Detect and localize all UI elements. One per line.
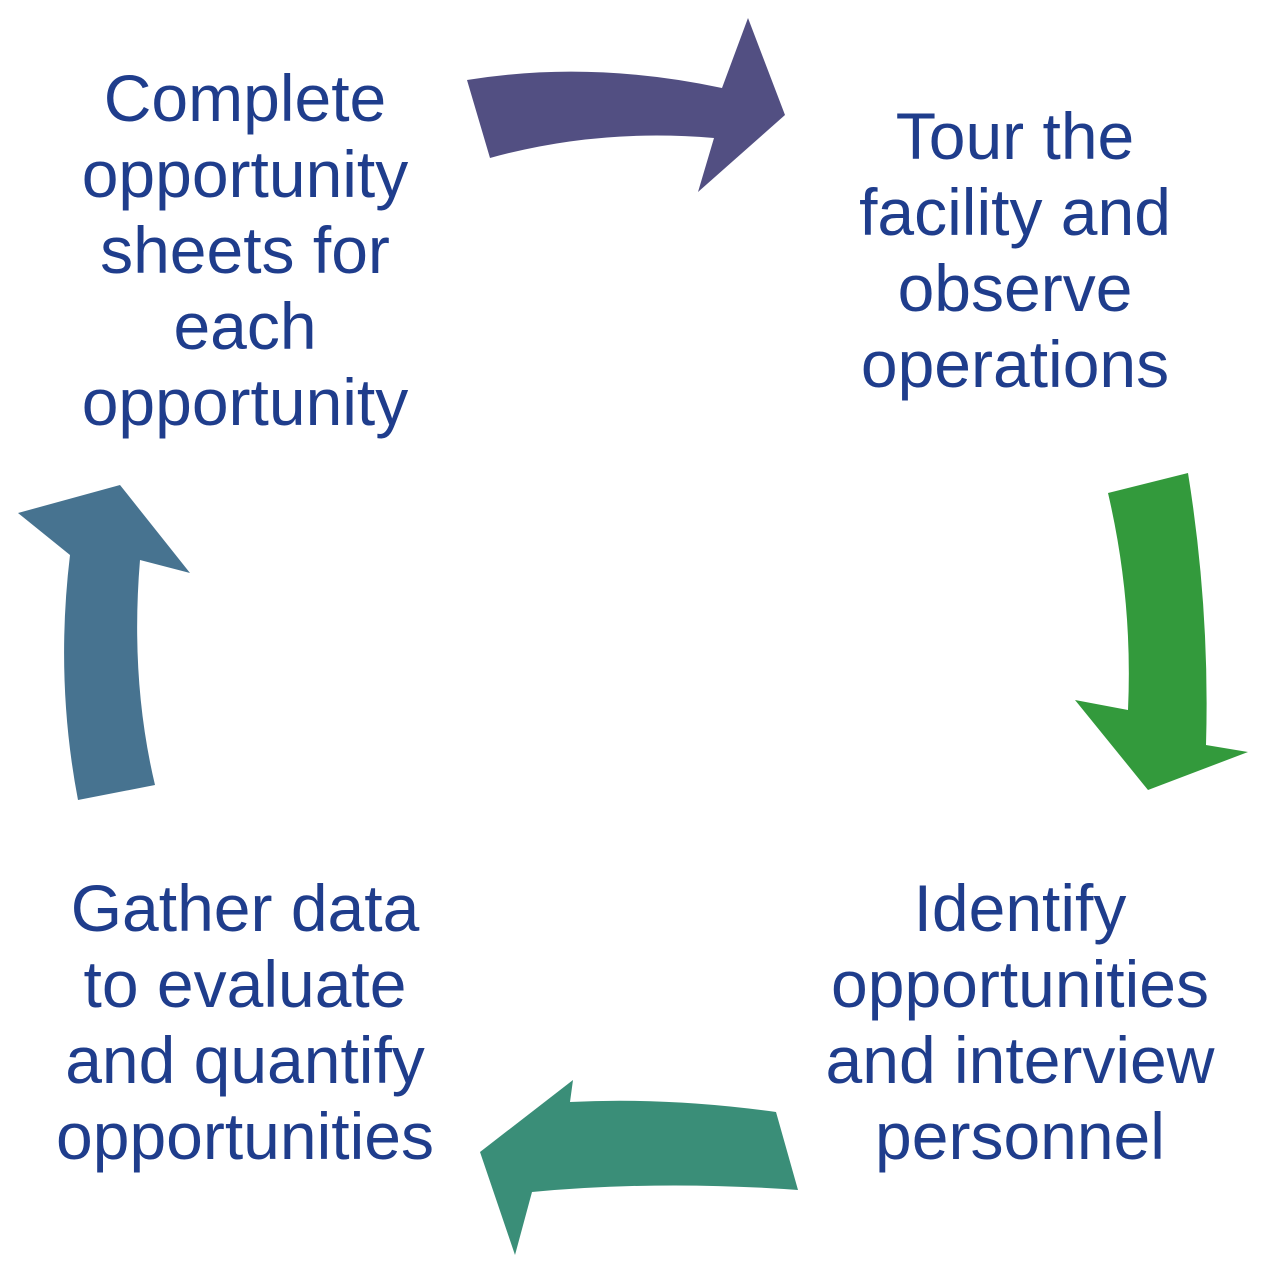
step-text-line: opportunities xyxy=(56,1099,434,1173)
arrow-complete-to-tour xyxy=(467,18,785,192)
step-text-line: observe xyxy=(897,251,1133,325)
arrow-tour-to-identify xyxy=(1075,473,1248,790)
arrow-identify-to-gather xyxy=(480,1080,798,1255)
step-text-line: and quantify xyxy=(65,1023,425,1097)
step-text-line: personnel xyxy=(875,1099,1165,1173)
step-text-line: each xyxy=(173,289,317,363)
step-text-line: and interview xyxy=(825,1023,1215,1097)
step-text-line: Tour the xyxy=(895,99,1135,173)
step-text-line: to evaluate xyxy=(83,947,407,1021)
step-text-line: opportunity xyxy=(81,137,409,211)
step-text-line: facility and xyxy=(859,175,1171,249)
step-text-line: opportunity xyxy=(81,365,409,439)
step-text-line: Gather data xyxy=(70,871,420,945)
arrow-gather-to-complete xyxy=(18,485,190,800)
step-text-line: Identify xyxy=(913,871,1127,945)
step-text-line: opportunities xyxy=(831,947,1209,1021)
step-text-line: operations xyxy=(860,327,1170,401)
step-text-line: sheets for xyxy=(100,213,390,287)
step-text-line: Complete xyxy=(103,61,387,135)
